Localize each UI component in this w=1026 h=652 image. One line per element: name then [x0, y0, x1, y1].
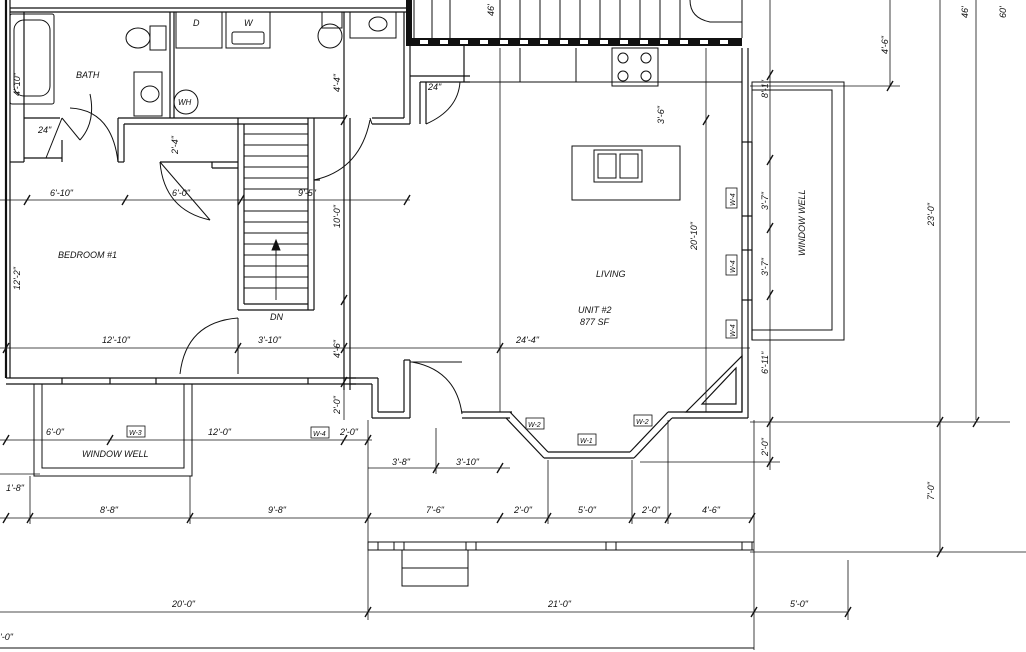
- doors: [45, 81, 463, 415]
- window-tag-w3: W-3: [129, 430, 142, 437]
- room-label-living: LIVING: [596, 269, 626, 279]
- dimension-label: 6'-0": [46, 427, 65, 437]
- unit-area: 877 SF: [580, 317, 610, 327]
- upper-stair: [413, 0, 743, 38]
- window-tag-w4-right-2: W-4: [730, 260, 737, 273]
- fixtures: [9, 11, 742, 201]
- top-exterior-wall: [406, 0, 742, 46]
- dimension-label: 3'-7": [760, 257, 770, 276]
- dimension-label: 3'-8": [392, 457, 411, 467]
- unit-label: UNIT #2: [578, 305, 612, 315]
- window-tag-w4-bottom: W-4: [313, 431, 326, 438]
- dimension-label: 6'-11": [760, 351, 770, 374]
- dimension-label: 9'-8": [268, 505, 287, 515]
- dimension-label: 23'-0": [926, 202, 936, 227]
- dimension-label: 3'-6": [656, 105, 666, 124]
- dimension-label: 2'-0": [760, 437, 770, 457]
- dimension-label: 5'-0": [790, 599, 809, 609]
- dimension-label: 2'-0": [339, 427, 359, 437]
- dryer-label: D: [193, 18, 200, 28]
- dimension-label: 21'-0": [547, 599, 572, 609]
- dimension-label: 6'-0": [172, 188, 191, 198]
- dimension-label: 1'-8": [6, 483, 25, 493]
- dimension-label: 6'-10": [50, 188, 74, 198]
- window-tag-boxes: [126, 187, 738, 446]
- dimension-label: 20'-0": [171, 599, 196, 609]
- dimension-label: 4'-10": [12, 72, 22, 96]
- window-tag-w4-right-3: W-4: [730, 324, 737, 337]
- dimension-label: '-0": [0, 632, 14, 642]
- dimension-label: 2'-0": [641, 505, 661, 515]
- dimension-label: 2'-0": [332, 395, 342, 415]
- dimension-label: 7'-6": [426, 505, 445, 515]
- dimension-label: 12'-10": [102, 335, 131, 345]
- dimension-label: 4'-6": [702, 505, 721, 515]
- dimension-label: 20'-10": [689, 221, 699, 251]
- dimension-label: 2'-0": [513, 505, 533, 515]
- water-heater-label: WH: [178, 98, 192, 107]
- dimension-label: 3'-10": [258, 335, 282, 345]
- dimension-label: 8'-1": [760, 79, 770, 98]
- dimension-label: 8'-8": [100, 505, 119, 515]
- washer-label: W: [244, 18, 254, 28]
- window-well-label-right: WINDOW WELL: [797, 190, 807, 257]
- stair-direction-label: DN: [270, 312, 283, 322]
- room-label-bedroom: BEDROOM #1: [58, 250, 117, 260]
- walls: [4, 0, 753, 459]
- dimension-label: 60': [998, 6, 1008, 18]
- dimension-label: 2'-4": [170, 135, 180, 155]
- room-label-bath: BATH: [76, 70, 100, 80]
- window-tag-w1: W-1: [580, 438, 593, 445]
- dimension-label: 3'-10": [456, 457, 480, 467]
- dimension-label: 9'-5": [298, 188, 317, 198]
- stair-down: [244, 133, 308, 300]
- dimension-label: 24'-4": [515, 335, 540, 345]
- dimension-label: 24": [37, 125, 52, 135]
- dimension-label: 12'-0": [208, 427, 232, 437]
- dimension-label: 10'-0": [332, 204, 342, 228]
- dimension-ticks: [2, 69, 980, 618]
- dimension-label: 4'-6": [880, 35, 890, 54]
- dimension-label: 7'-0": [926, 481, 936, 500]
- dimension-label: 46': [486, 4, 496, 16]
- dimension-label: 24": [427, 82, 442, 92]
- window-tag-w4-right-1: W-4: [730, 193, 737, 206]
- window-tag-w2-left: W-2: [528, 422, 541, 429]
- foundation: [0, 541, 754, 649]
- dimension-label: 4'-6": [332, 339, 342, 358]
- dimension-label: 3'-7": [760, 191, 770, 210]
- dimension-label: 4'-4": [332, 73, 342, 92]
- dimension-label: 5'-0": [578, 505, 597, 515]
- window-tag-w2-right: W-2: [636, 419, 649, 426]
- dimension-label: 46': [960, 6, 970, 18]
- window-wells: [33, 81, 845, 477]
- dimension-label: 12'-2": [12, 266, 22, 290]
- window-well-label-bottom: WINDOW WELL: [82, 449, 149, 459]
